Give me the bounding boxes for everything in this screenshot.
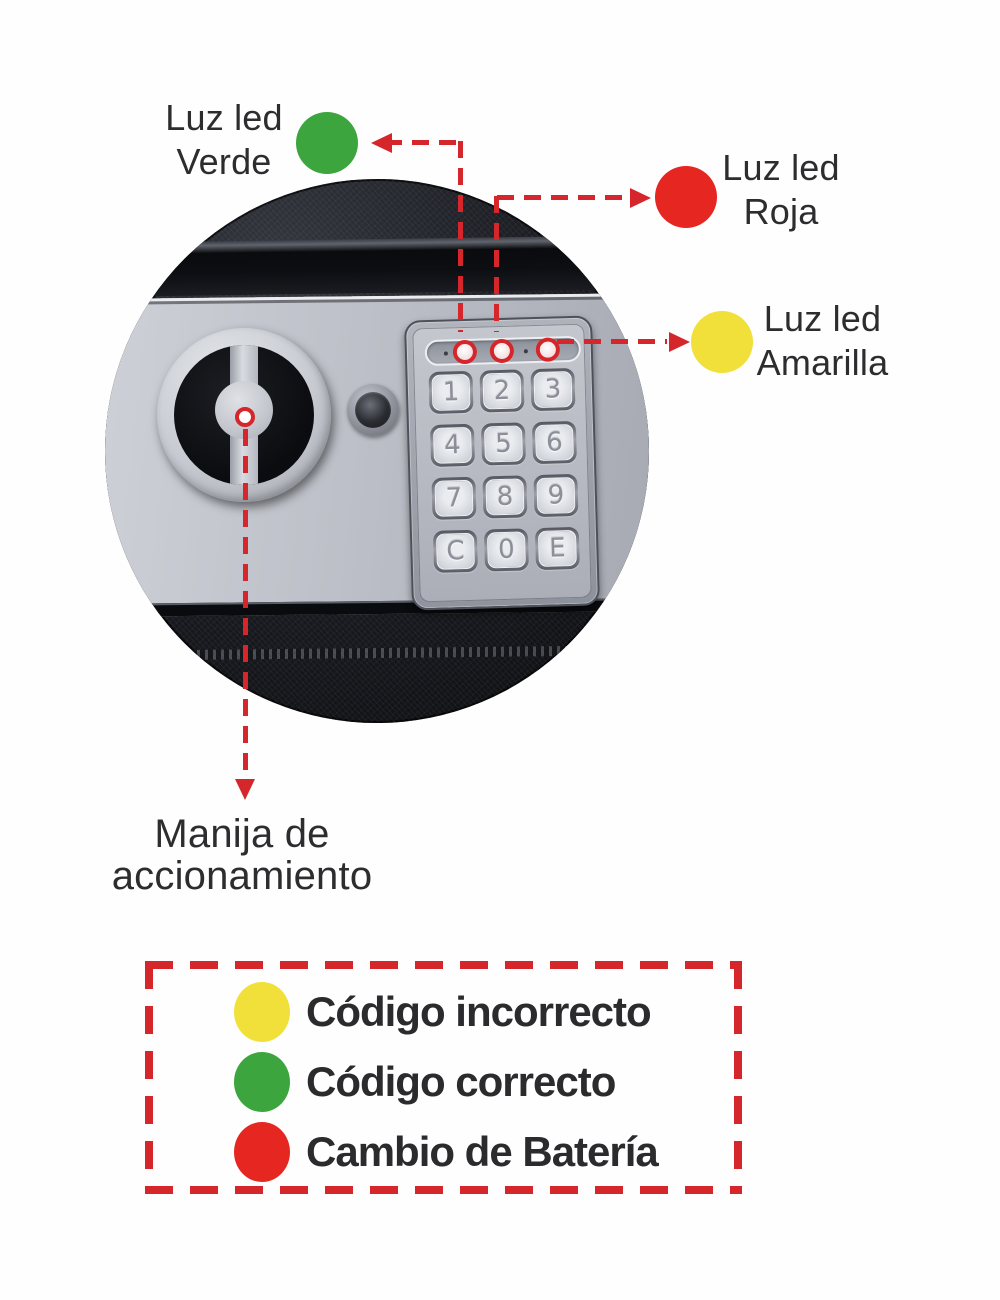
- legend-color-dot: [234, 1122, 290, 1182]
- key-label: C: [435, 532, 475, 570]
- strip-led-icon: [456, 343, 474, 361]
- keypad-key: 1: [428, 370, 474, 415]
- key-label: 8: [485, 478, 525, 516]
- door-groove: [105, 235, 649, 297]
- key-label: 5: [483, 425, 523, 463]
- dashed-line-red: [497, 195, 629, 200]
- keypad-key: 0: [483, 528, 530, 572]
- label-manija-accionamiento: Manija de accionamiento: [57, 813, 427, 897]
- key-label: 0: [486, 531, 526, 569]
- keypad-key: 4: [429, 423, 476, 467]
- legend-color-dot: [234, 1052, 290, 1112]
- keypad-key: 2: [479, 369, 525, 413]
- keypad-key: 7: [431, 476, 477, 520]
- keypad-key: C: [432, 529, 479, 573]
- keypad-key: 8: [482, 475, 528, 519]
- label-line: Amarilla: [756, 342, 889, 383]
- dashed-line-green: [385, 140, 463, 145]
- yellow-led-dot: [691, 311, 753, 373]
- key-label: 7: [434, 479, 474, 517]
- label-line: accionamiento: [111, 854, 373, 898]
- key-label: 2: [482, 372, 522, 410]
- label-line: Verde: [176, 141, 272, 182]
- arrow-right-icon: [669, 332, 690, 352]
- label-line: Luz led: [763, 298, 882, 339]
- strip-speck: [443, 351, 448, 356]
- legend-box: Código incorrecto Código correcto Cambio…: [145, 961, 742, 1194]
- legend-label: Código incorrecto: [306, 988, 652, 1035]
- key-label: 3: [533, 371, 573, 409]
- keypad-inner-panel: 1 2 3 4 5 6 7 8 9 C 0 E: [412, 323, 592, 603]
- key-label: 4: [432, 426, 472, 464]
- arrow-left-icon: [371, 133, 392, 153]
- legend-item: Código correcto: [234, 1051, 742, 1113]
- keypad-key: E: [534, 526, 580, 571]
- dashed-line-handle: [243, 429, 248, 775]
- key-label: 9: [536, 476, 576, 515]
- green-led-dot: [296, 112, 358, 174]
- keyhole-core: [355, 392, 391, 428]
- legend-label: Código correcto: [306, 1058, 616, 1105]
- label-luz-led-amarilla: Luz led Amarilla: [740, 297, 905, 385]
- keypad: 1 2 3 4 5 6 7 8 9 C 0 E: [403, 315, 601, 611]
- label-luz-led-roja: Luz led Roja: [696, 146, 866, 234]
- label-line: Roja: [743, 191, 819, 232]
- keypad-key: 6: [531, 420, 578, 465]
- keypad-key: 3: [530, 367, 576, 412]
- strip-led-icon: [539, 341, 557, 358]
- strip-speck: [523, 349, 528, 354]
- arrow-down-icon: [235, 779, 255, 800]
- key-label: 6: [534, 424, 574, 462]
- label-luz-led-verde: Luz led Verde: [114, 96, 334, 184]
- keypad-key: 5: [480, 422, 527, 466]
- label-line: Luz led: [722, 147, 840, 188]
- arrow-right-icon: [630, 188, 651, 208]
- keypad-key: 9: [533, 473, 579, 518]
- strip-led-icon: [493, 342, 511, 360]
- safe-photo: 1 2 3 4 5 6 7 8 9 C 0 E: [105, 179, 649, 723]
- dashed-line-red: [494, 196, 499, 332]
- red-led-dot: [655, 166, 717, 228]
- legend-label: Cambio de Batería: [306, 1128, 659, 1175]
- keyhole: [347, 384, 399, 436]
- legend-item: Cambio de Batería: [234, 1121, 742, 1183]
- legend-color-dot: [234, 982, 290, 1042]
- key-label: E: [537, 529, 577, 568]
- legend-item: Código incorrecto: [234, 981, 742, 1043]
- key-label: 1: [431, 373, 471, 411]
- dashed-line-green: [458, 141, 463, 332]
- keypad-keys: 1 2 3 4 5 6 7 8 9 C 0 E: [428, 367, 584, 573]
- dashed-line-yellow: [557, 339, 667, 344]
- label-line: Manija de: [154, 812, 330, 856]
- handle-point-marker: [235, 407, 255, 427]
- label-line: Luz led: [165, 97, 283, 138]
